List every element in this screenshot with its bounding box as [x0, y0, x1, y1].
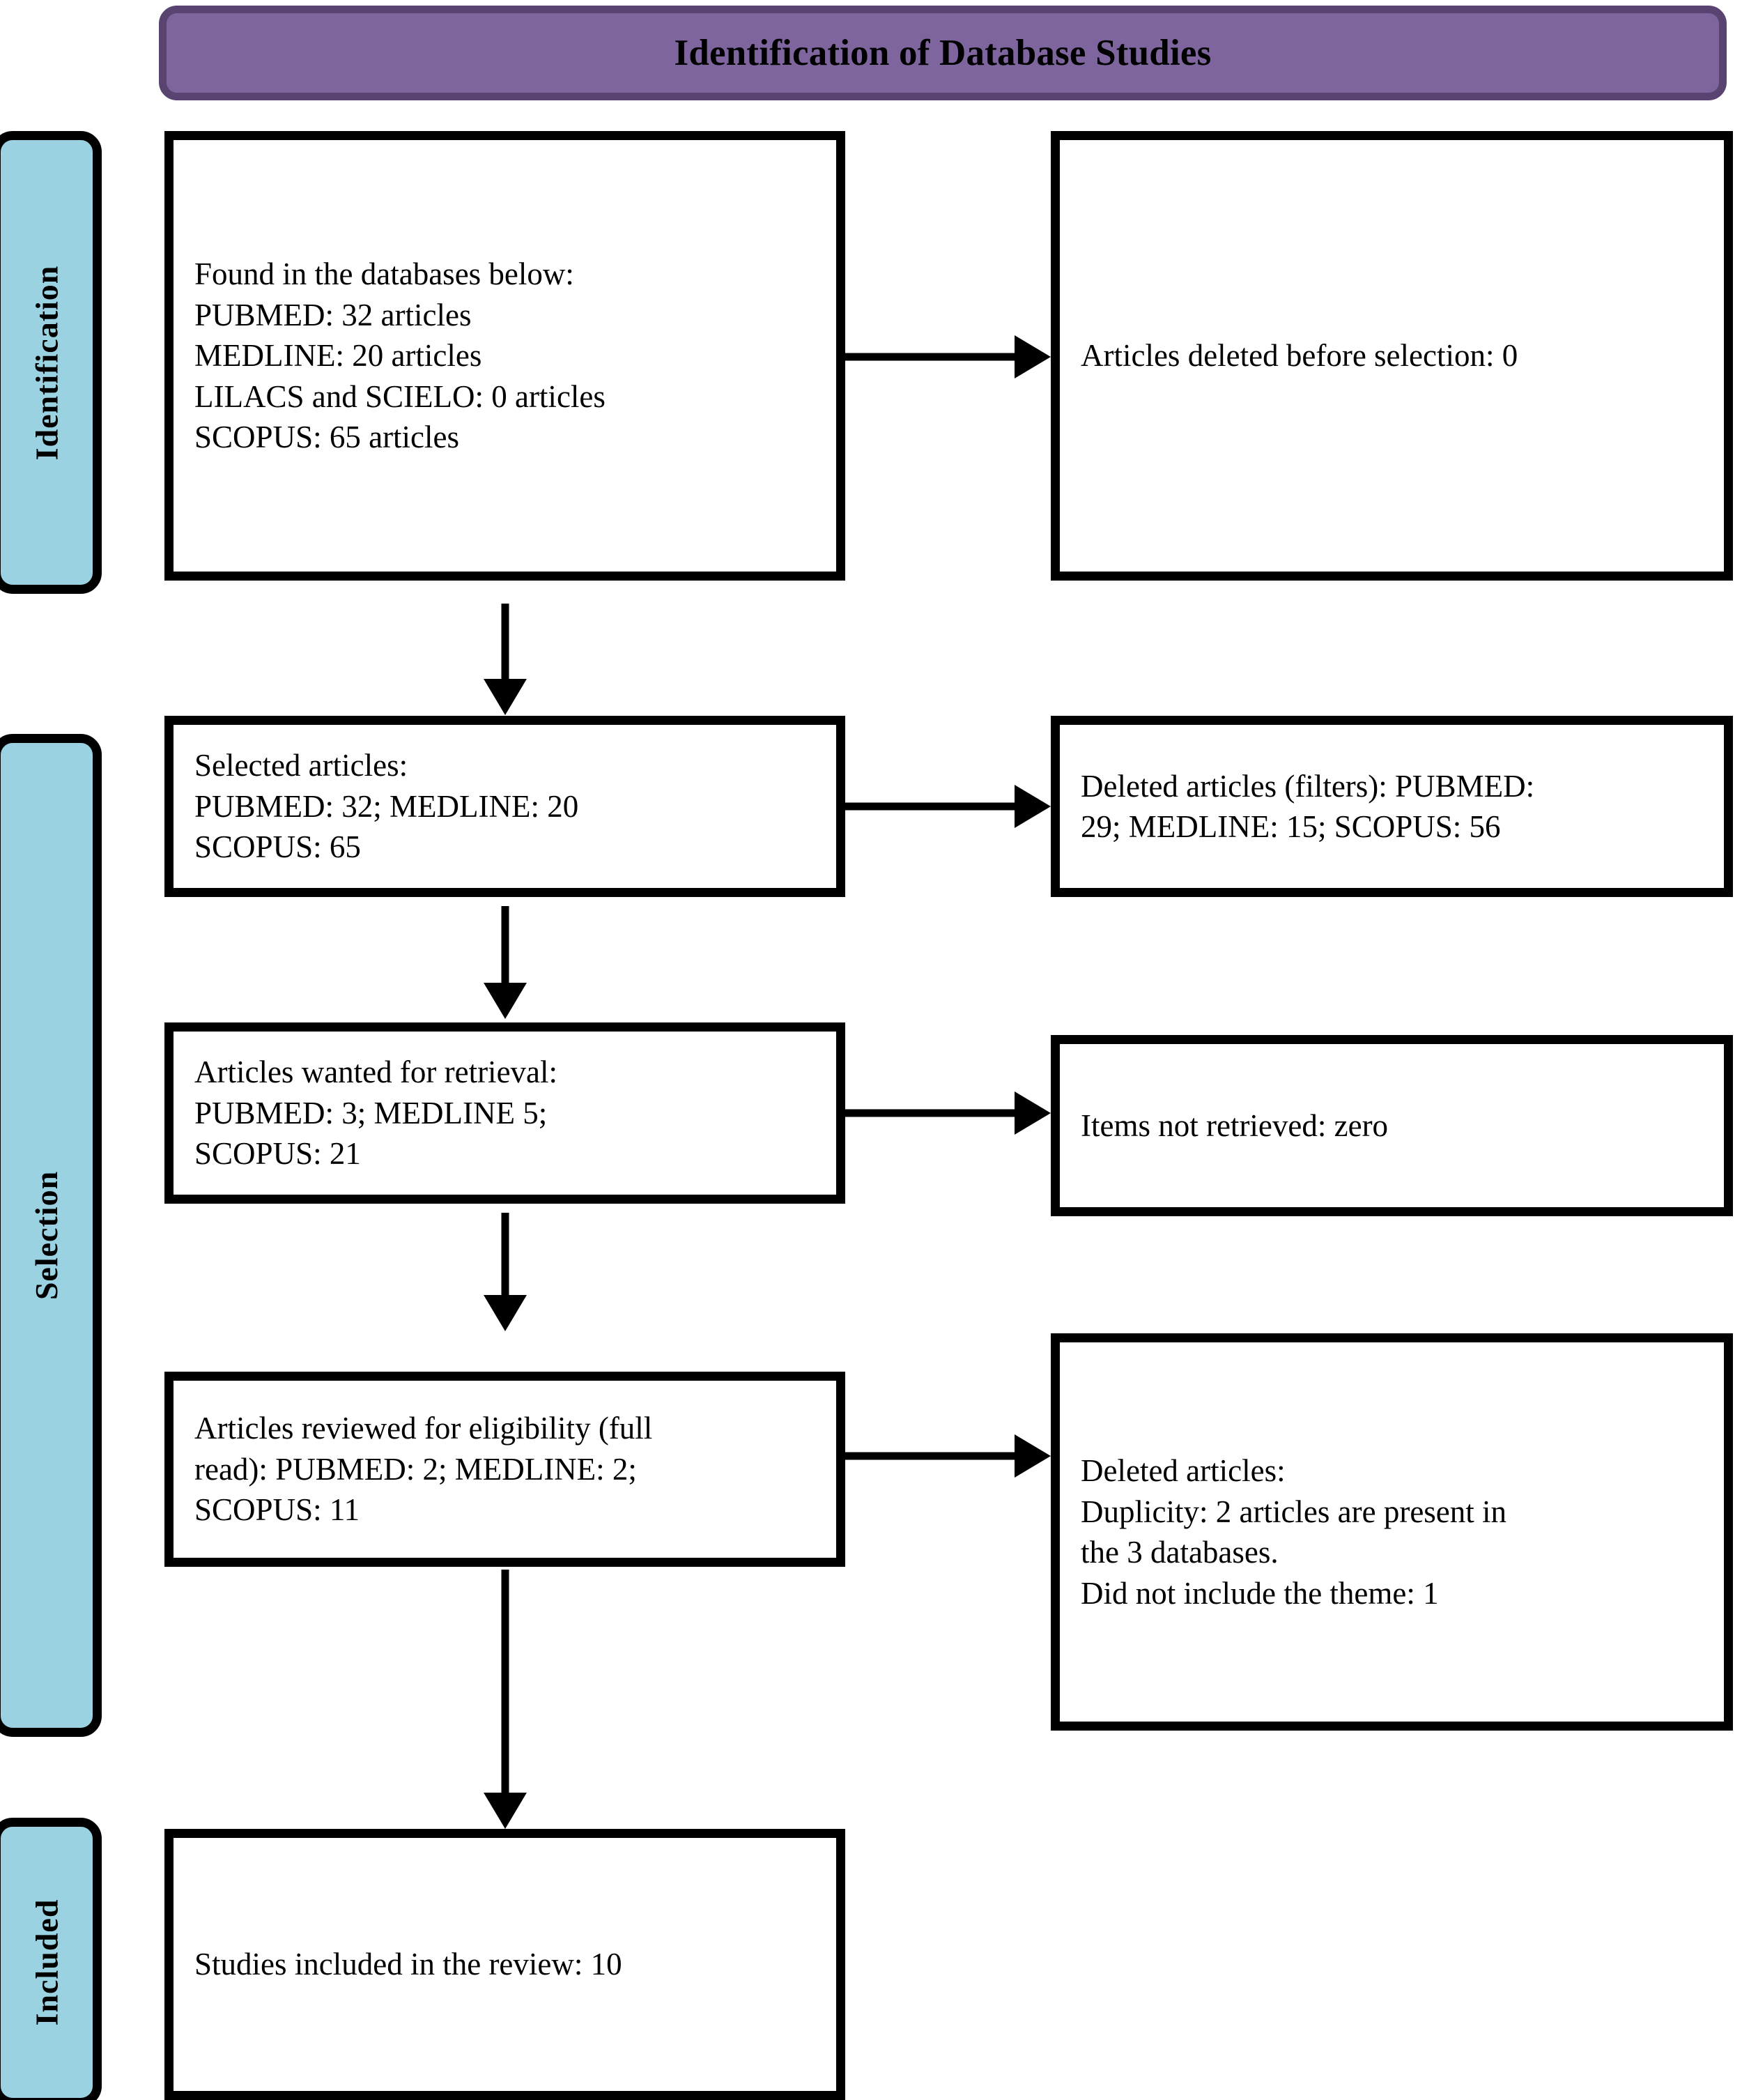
stage-band-selection: Selection — [0, 734, 102, 1737]
flow-box-articles-wanted-retrieval-text: Articles wanted for retrieval: PUBMED: 3… — [194, 1055, 558, 1172]
stage-label-selection: Selection — [29, 1170, 65, 1301]
flow-box-deleted-articles-filters: Deleted articles (filters): PUBMED: 29; … — [1051, 716, 1733, 897]
flow-box-deleted-articles-filters-text: Deleted articles (filters): PUBMED: 29; … — [1081, 768, 1535, 845]
stage-label-identification: Identification — [29, 265, 65, 460]
flow-box-deleted-articles-reasons-text: Deleted articles: Duplicity: 2 articles … — [1081, 1453, 1507, 1611]
flow-box-found-databases-text: Found in the databases below: PUBMED: 32… — [194, 256, 606, 455]
stage-band-included: Included — [0, 1818, 102, 2100]
flow-box-articles-reviewed-eligibility-text: Articles reviewed for eligibility (full … — [194, 1411, 653, 1528]
flow-box-found-databases: Found in the databases below: PUBMED: 32… — [164, 131, 845, 581]
stage-band-identification: Identification — [0, 131, 102, 594]
flow-box-deleted-articles-reasons: Deleted articles: Duplicity: 2 articles … — [1051, 1333, 1733, 1731]
stage-label-included: Included — [29, 1899, 65, 2026]
flow-box-selected-articles-text: Selected articles: PUBMED: 32; MEDLINE: … — [194, 748, 579, 865]
flow-box-articles-deleted-before-selection: Articles deleted before selection: 0 — [1051, 131, 1733, 581]
flow-box-items-not-retrieved: Items not retrieved: zero — [1051, 1035, 1733, 1216]
flow-box-items-not-retrieved-text: Items not retrieved: zero — [1081, 1108, 1389, 1143]
page-title: Identification of Database Studies — [674, 32, 1212, 73]
diagram-header-banner: Identification of Database Studies — [159, 6, 1727, 100]
flow-box-articles-deleted-before-selection-text: Articles deleted before selection: 0 — [1081, 338, 1518, 374]
flow-box-articles-wanted-retrieval: Articles wanted for retrieval: PUBMED: 3… — [164, 1022, 845, 1204]
flow-box-selected-articles: Selected articles: PUBMED: 32; MEDLINE: … — [164, 716, 845, 897]
flow-box-articles-reviewed-eligibility: Articles reviewed for eligibility (full … — [164, 1372, 845, 1567]
flow-box-studies-included: Studies included in the review: 10 — [164, 1829, 845, 2100]
flow-box-studies-included-text: Studies included in the review: 10 — [194, 1947, 622, 1982]
